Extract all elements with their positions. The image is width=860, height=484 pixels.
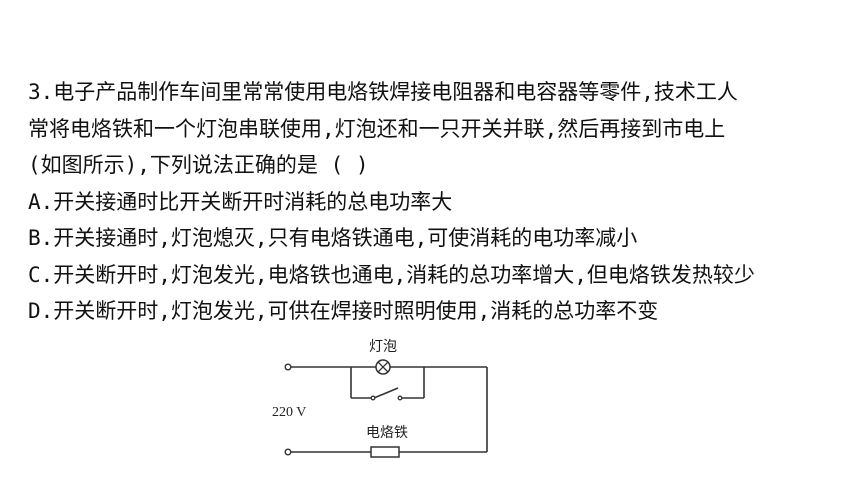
switch-contact-left (370, 395, 376, 401)
terminal-bottom (284, 448, 292, 456)
resistor-icon (370, 446, 400, 458)
question-stem-line-1: 3.电子产品制作车间里常常使用电烙铁焊接电阻器和电容器等零件,技术工人 (28, 80, 738, 104)
voltage-label: 220 V (272, 405, 306, 420)
bulb-label: 灯泡 (369, 339, 397, 355)
option-a: A.开关接通时比开关断开时消耗的总电功率大 (28, 189, 453, 214)
option-c: C.开关断开时,灯泡发光,电烙铁也通电,消耗的总功率增大,但电烙铁发热较少 (28, 262, 755, 287)
question-stem-line-2: 常将电烙铁和一个灯泡串联使用,灯泡还和一只开关并联,然后再接到市电上 (28, 116, 726, 141)
option-b: B.开关接通时,灯泡熄灭,只有电烙铁通电,可使消耗的电功率减小 (28, 226, 638, 250)
question-stem-line-3: (如图所示),下列说法正确的是 ( ) (28, 153, 369, 177)
bulb-icon (375, 359, 391, 375)
switch-contact-right (397, 395, 403, 401)
iron-label: 电烙铁 (366, 425, 408, 441)
option-d: D.开关断开时,灯泡发光,可供在焊接时照明使用,消耗的总功率不变 (28, 299, 659, 323)
terminal-top (284, 363, 292, 371)
question-block: 3.电子产品制作车间里常常使用电烙铁焊接电阻器和电容器等零件,技术工人 常将电烙… (28, 74, 843, 330)
switch-blade (373, 387, 399, 399)
